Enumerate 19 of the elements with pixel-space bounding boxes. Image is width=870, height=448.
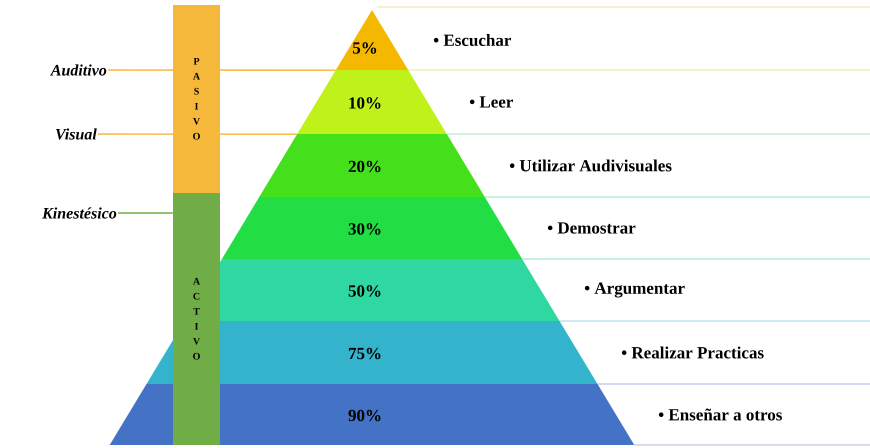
list-item: • Realizar Practicas: [622, 346, 764, 358]
pyramid-level: 5%: [336, 10, 408, 70]
leader-line: [118, 212, 173, 214]
list-item: • Utilizar Audivisuales: [510, 160, 672, 172]
list-item: • Demostrar: [548, 222, 636, 234]
pyramid-level: 10%: [297, 70, 447, 134]
list-item: • Escuchar: [434, 34, 512, 46]
list-item: • Enseñar a otros: [658, 408, 782, 421]
pyramid-level: 50%: [220, 259, 560, 321]
pyramid-level: 30%: [222, 197, 522, 259]
vertical-bar: ACTIVO: [173, 193, 220, 445]
pyramid-level: 20%: [259, 134, 485, 197]
list-item: • Argumentar: [584, 282, 685, 298]
side-label: Kinestésico: [42, 207, 116, 219]
vertical-bar: PASIVO: [173, 5, 220, 193]
list-item: • Leer: [470, 96, 514, 108]
side-label: Auditivo: [50, 64, 106, 76]
pyramid-level: 90%: [110, 384, 634, 445]
side-label: Visual: [56, 128, 97, 140]
